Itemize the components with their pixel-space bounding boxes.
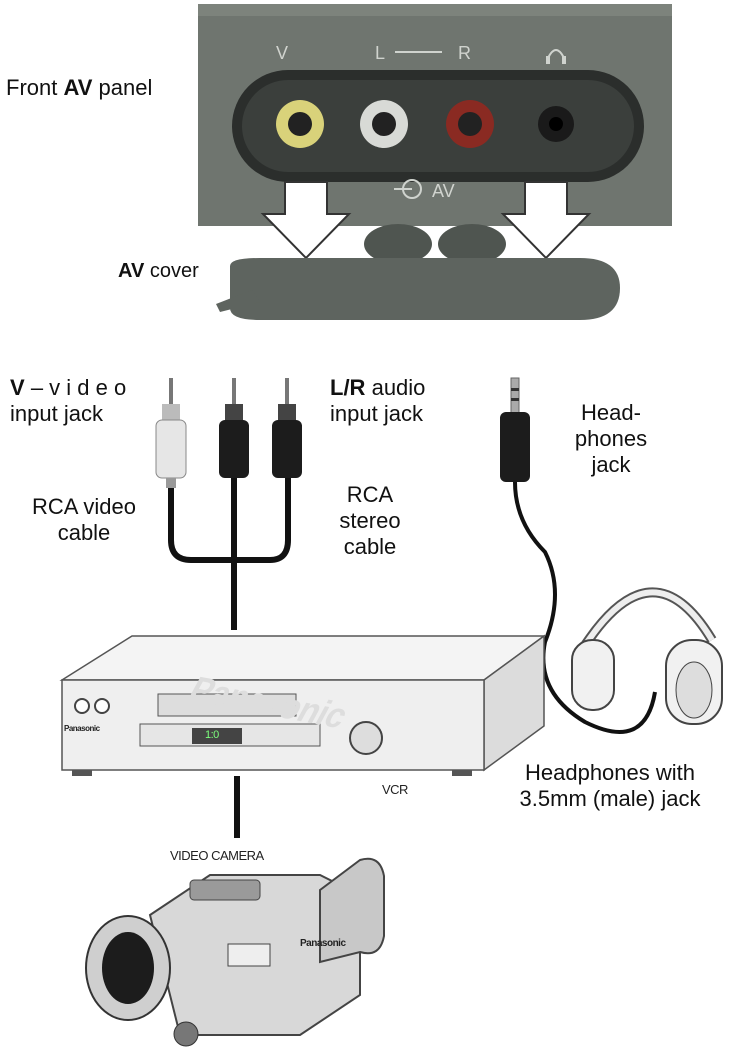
vcr-brand: Panasonic xyxy=(64,724,100,733)
down-arrow-left xyxy=(260,181,352,260)
headphone-icon xyxy=(546,49,566,64)
audio-input-label-rest: audio xyxy=(371,375,426,400)
front-av-panel-label-suffix: panel xyxy=(98,75,153,100)
front-av-panel-label-bold: AV xyxy=(63,75,93,100)
video-input-jack-label: V – v i d e o input jack xyxy=(10,375,126,427)
rca-stereo-cable-line3: cable xyxy=(343,534,397,559)
av-marking: AV xyxy=(432,181,455,201)
video-camera-label: VIDEO CAMERA xyxy=(170,848,264,863)
video-input-label-bold: V xyxy=(10,375,25,400)
rca-stereo-cable-line2: stereo xyxy=(339,508,401,533)
rca-audio-left-plug xyxy=(219,378,249,478)
headphone-plug xyxy=(500,377,530,482)
headphones-label: Headphones with 3.5mm (male) jack xyxy=(496,760,724,812)
front-av-panel xyxy=(198,4,672,226)
audio-input-label-line2: input jack xyxy=(330,401,423,426)
av-cover-label: AV cover xyxy=(118,258,199,284)
headphones-jack-line1: Head- xyxy=(581,400,641,425)
vcr xyxy=(59,634,547,776)
headphones-label-line1: Headphones with xyxy=(524,760,695,785)
video-input-label-rest: – v i d e o xyxy=(30,375,127,400)
front-av-panel-label-prefix: Front xyxy=(6,75,58,100)
vcr-display: 1:0 xyxy=(205,729,219,741)
rca-video-cable-line1: RCA video xyxy=(32,494,136,519)
headphones-jack-line2: phones xyxy=(574,426,648,451)
headphones-jack-line3: jack xyxy=(591,452,631,477)
vcr-label: VCR xyxy=(382,782,408,797)
rca-stereo-cable-line1: RCA xyxy=(346,482,394,507)
av-cover-label-suffix: cover xyxy=(149,260,199,282)
av-cover-label-bold: AV xyxy=(118,260,145,282)
video-input-label-line2: input jack xyxy=(10,401,103,426)
jack-label-r: R xyxy=(458,43,471,63)
down-arrow-right xyxy=(500,181,592,260)
audio-input-label-bold: L/R xyxy=(330,375,366,400)
rca-stereo-cable-label: RCA stereo cable xyxy=(330,482,410,560)
jack-label-l: L xyxy=(375,43,386,63)
headphones-jack-label: Head- phones jack xyxy=(566,400,656,478)
camera-brand: Panasonic xyxy=(300,938,346,949)
front-av-panel-label: Front AV panel xyxy=(6,75,152,101)
rca-audio-right-plug xyxy=(272,378,302,478)
jack-label-v: V xyxy=(276,43,289,63)
av-cover xyxy=(216,224,620,320)
rca-video-cable-label: RCA video cable xyxy=(16,494,152,546)
audio-input-jack-label: L/R audio input jack xyxy=(330,375,425,427)
rca-video-cable-line2: cable xyxy=(57,520,111,545)
rca-video-plug xyxy=(155,378,187,488)
headphones-label-line2: 3.5mm (male) jack xyxy=(519,786,701,811)
headphones xyxy=(571,587,723,725)
video-camera xyxy=(85,857,385,1047)
rca-cable xyxy=(168,478,291,630)
